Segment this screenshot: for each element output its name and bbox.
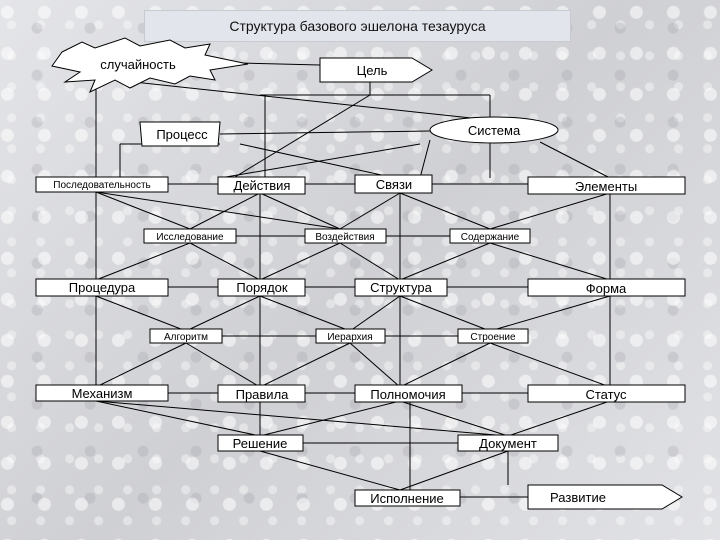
node-struktura: Структура <box>370 280 432 295</box>
node-polnomochiya: Полномочия <box>370 387 445 402</box>
node-elementy: Элементы <box>575 179 637 194</box>
node-protsedura: Процедура <box>69 280 136 295</box>
node-vozdeistviya: Воздействия <box>315 232 374 243</box>
node-mekhanizm: Механизм <box>72 386 133 401</box>
system-ellipse <box>429 116 559 144</box>
node-issledovanie: Исследование <box>156 232 224 243</box>
node-algoritm: Алгоритм <box>164 332 208 343</box>
node-sistema: Система <box>468 123 521 138</box>
node-pravila: Правила <box>236 387 290 402</box>
goal-arrow-shape <box>319 57 433 83</box>
node-reshenie: Решение <box>233 436 288 451</box>
starburst-shape <box>51 37 249 94</box>
node-shapes <box>35 37 686 510</box>
node-process: Процесс <box>156 127 208 142</box>
node-poryadok: Порядок <box>236 280 288 295</box>
node-deistviya: Действия <box>234 178 291 193</box>
node-stroenie: Строение <box>470 332 516 343</box>
node-ierarkhiya: Иерархия <box>327 332 372 343</box>
connector-lines <box>95 61 611 498</box>
node-labels: случайность Цель Процесс Система Последо… <box>53 57 637 506</box>
node-razvitie: Развитие <box>550 490 606 505</box>
diagram-title: Структура базового эшелона тезауруса <box>144 10 571 42</box>
node-ispolnenie: Исполнение <box>370 491 444 506</box>
node-posledovatelnost: Последовательность <box>53 180 150 191</box>
node-tsel: Цель <box>357 63 388 78</box>
node-svyazi: Связи <box>376 177 412 192</box>
node-sluchainost: случайность <box>100 57 176 72</box>
node-dokument: Документ <box>479 436 537 451</box>
process-shape <box>139 121 221 147</box>
node-forma: Форма <box>586 281 627 296</box>
node-soderzhanie: Содержание <box>461 232 520 243</box>
node-status: Статус <box>585 387 627 402</box>
development-arrow-shape <box>527 484 683 510</box>
